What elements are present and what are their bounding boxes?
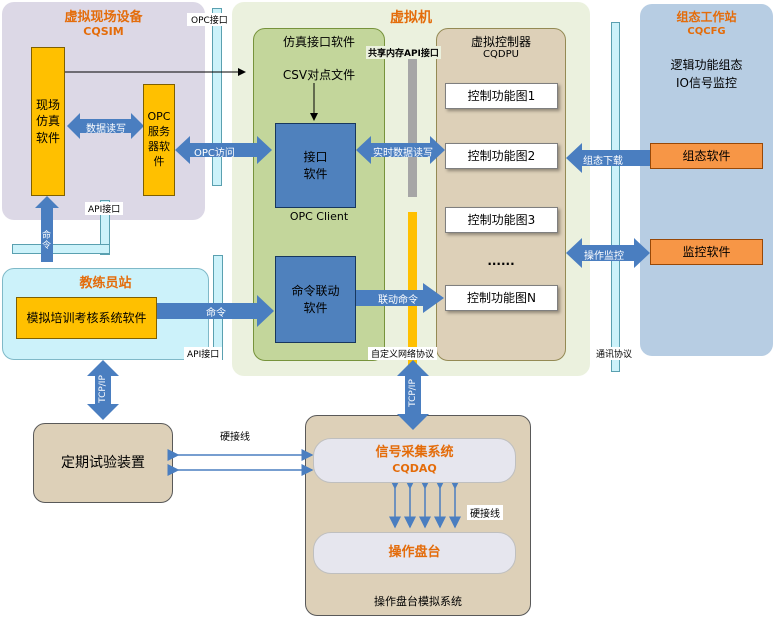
link-cmd-label: 联动命令 [378,295,418,306]
controller-subtitle: CQDPU [483,49,519,60]
realtime-rw-arrow [356,136,445,164]
opc-server-label: OPC服务器软件 [147,110,171,168]
controller-title: 虚拟控制器 [470,35,531,49]
config-station-title: 组态工作站 [676,10,737,24]
tcp-left-label: TCP/IP [98,375,108,403]
comm-protocol-label: 通讯协议 [593,347,636,360]
daq-subtitle: CQDAQ [392,461,437,475]
hardwire-top-label: 硬接线 [220,432,250,443]
opc-interface-label: OPC接口 [187,13,232,26]
field-device-subtitle: CQSIM [83,25,124,38]
vm-title: 虚拟机 [390,10,432,26]
daq-box[interactable]: 信号采集系统 CQDAQ [313,438,516,483]
op-monitor-arrow [566,238,650,268]
cmd-link-label: 命令联动 软件 [291,284,340,315]
console-system-label: 操作盘台模拟系统 [374,595,462,608]
api-up-arrow [35,196,59,262]
console-hardwire-label: 硬接线 [467,505,503,520]
data-rw-label: 数据读写 [86,124,126,135]
config-station-subtitle: CQCFG [687,26,726,37]
config-software-box[interactable]: 组态软件 [650,143,763,169]
control-diagram-n[interactable]: 控制功能图N [445,285,558,311]
control-diagram-2[interactable]: 控制功能图2 [445,143,558,169]
config-download-label: 组态下载 [583,156,623,167]
config-download-arrow [566,143,650,173]
opc-access-arrow [175,136,272,164]
monitor-software-box[interactable]: 监控软件 [650,239,763,265]
cmd-link-box[interactable]: 命令联动 软件 [275,256,356,343]
command-arrow [157,295,274,327]
tcp-right-arrow [397,360,429,430]
data-rw-arrow [67,113,144,139]
config-station-panel [640,4,773,356]
csv-label: CSV对点文件 [282,68,356,82]
interface-software-box[interactable]: 接口 软件 [275,123,356,208]
command-vertical-label: 命令 [42,231,52,251]
command-label: 命令 [206,308,226,319]
custom-protocol-label: 自定义网络协议 [368,347,438,360]
shared-memory-label: 共享内存API接口 [366,46,441,59]
link-cmd-arrow [356,283,444,313]
opc-bus-bar [212,8,222,186]
opc-access-label: OPC访问 [194,148,235,159]
periodic-test-panel [33,423,173,503]
control-diagram-3[interactable]: 控制功能图3 [445,207,558,233]
daq-title: 信号采集系统 [375,445,454,461]
control-diagram-1[interactable]: 控制功能图1 [445,83,558,109]
opc-client-label: OPC Client [289,210,349,223]
field-hbar [12,244,110,254]
control-diagram-ellipsis: ...... [487,254,515,268]
sim-software-label: 现场仿真软件 [35,98,60,145]
instructor-api-label: API接口 [184,347,223,360]
training-system-box[interactable]: 模拟培训考核系统软件 [16,297,157,339]
sim-software-box[interactable]: 现场仿真软件 [31,47,65,196]
comm-protocol-bar [611,22,620,372]
config-station-desc: 逻辑功能组态 IO信号监控 [670,58,743,90]
console-panel-box[interactable]: 操作盘台 [313,532,516,574]
periodic-test-label[interactable]: 定期试验装置 [61,454,145,471]
interface-software-label: 接口 软件 [303,150,328,181]
console-panel-title: 操作盘台 [388,545,441,561]
sim-interface-title: 仿真接口软件 [282,35,355,49]
field-api-label: API接口 [85,202,124,215]
instructor-title: 教练员站 [79,276,132,291]
shared-memory-bar [408,57,417,197]
tcp-left-arrow [87,360,119,420]
field-api-bar [100,200,110,255]
realtime-rw-label: 实时数据读写 [373,148,433,159]
op-monitor-label: 操作监控 [584,251,624,262]
field-device-title: 虚拟现场设备 [64,10,143,25]
opc-server-box[interactable]: OPC服务器软件 [143,84,175,196]
tcp-right-label: TCP/IP [408,379,418,407]
